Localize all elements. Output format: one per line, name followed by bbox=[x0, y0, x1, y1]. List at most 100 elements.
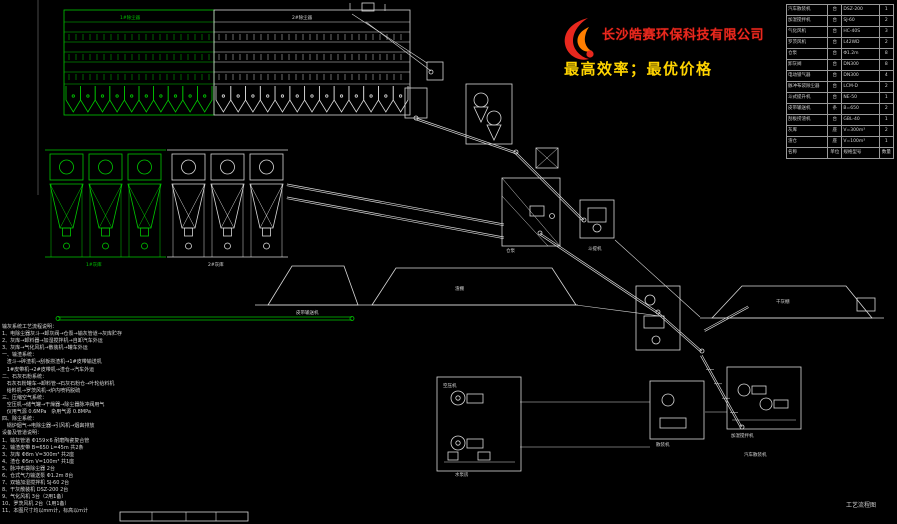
path bbox=[230, 86, 246, 113]
circle bbox=[263, 242, 270, 250]
line bbox=[514, 152, 584, 222]
rect bbox=[262, 227, 271, 237]
line bbox=[704, 307, 749, 332]
table-cell: 2 bbox=[878, 81, 895, 93]
circle bbox=[349, 316, 355, 321]
line bbox=[614, 239, 701, 318]
rect bbox=[466, 438, 484, 449]
circle bbox=[699, 348, 705, 354]
rect bbox=[88, 153, 123, 181]
circle bbox=[59, 159, 74, 175]
annotation-line: 三、压缩空气系统： bbox=[2, 394, 48, 401]
company-logo-block: 长沙皓赛环保科技有限公司 最高效率；最优价格 bbox=[558, 14, 788, 84]
line bbox=[98, 183, 123, 229]
path bbox=[333, 86, 350, 113]
line bbox=[539, 232, 659, 313]
table-cell: 8 bbox=[878, 59, 895, 71]
rect bbox=[249, 153, 284, 181]
circle bbox=[295, 94, 299, 98]
path bbox=[80, 86, 96, 113]
table-cell: 2 bbox=[878, 125, 895, 137]
annotation-line: 仪用气源 0.6MPa 杂用气源 0.8MPa bbox=[2, 409, 91, 416]
table-cell: 罗茨风机 bbox=[785, 37, 829, 49]
polygon bbox=[267, 265, 359, 306]
circle bbox=[339, 94, 344, 98]
equipment-boxes bbox=[404, 61, 876, 472]
rect bbox=[213, 9, 411, 116]
line bbox=[286, 183, 505, 225]
company-name: 长沙皓赛环保科技有限公司 bbox=[602, 28, 765, 43]
circle bbox=[137, 159, 152, 175]
annotation-line: 7、双轴加湿搅拌机 SJ-60 2台 bbox=[2, 480, 70, 487]
rect bbox=[751, 385, 767, 395]
circle bbox=[486, 110, 502, 126]
table-cell: 名称 bbox=[785, 147, 829, 159]
circle bbox=[450, 435, 466, 451]
line bbox=[351, 13, 428, 64]
circle bbox=[644, 294, 656, 306]
table-cell: 渣仓 bbox=[785, 136, 829, 148]
polygon bbox=[88, 183, 123, 229]
dust-collector-panel bbox=[213, 9, 411, 116]
annotation-line: 5、脉冲布袋除尘器 2台 bbox=[2, 465, 55, 472]
circle bbox=[102, 242, 109, 250]
circle bbox=[354, 94, 358, 98]
equipment-label: 汽车散装机 bbox=[744, 451, 767, 458]
circle bbox=[71, 94, 75, 98]
title-strip bbox=[119, 511, 249, 522]
table-cell: V=100m³ bbox=[841, 136, 880, 148]
sheds bbox=[255, 265, 884, 319]
table-cell: 台 bbox=[827, 26, 843, 38]
rect bbox=[635, 285, 681, 351]
rect bbox=[127, 153, 162, 181]
path bbox=[304, 86, 320, 113]
circle bbox=[473, 92, 489, 108]
circle bbox=[737, 383, 751, 397]
equipment-label: 1#灰库 bbox=[86, 261, 102, 268]
annotation-line: 设备及管道说明： bbox=[2, 430, 43, 437]
circle bbox=[63, 242, 70, 250]
rect bbox=[361, 2, 375, 12]
annotation-line: 锅炉烟气→电除尘器→引风机→烟囱排放 bbox=[2, 423, 95, 430]
annotation-line: 2、输渣皮带 B=650 L=45m 共2条 bbox=[2, 444, 84, 451]
line bbox=[535, 147, 559, 169]
circle bbox=[739, 424, 745, 430]
line bbox=[538, 234, 658, 314]
table-cell: HC-40S bbox=[841, 26, 880, 38]
polygon bbox=[210, 183, 245, 229]
rect bbox=[223, 227, 232, 237]
circle bbox=[655, 309, 661, 315]
annotation-line: 输灰系统工艺流程说明： bbox=[2, 324, 58, 330]
silo-group bbox=[167, 149, 288, 258]
annotation-line: 2、灰库→卸料器→加湿搅拌机→自卸汽车外运 bbox=[2, 338, 103, 345]
annotation-line: 1、输灰管道 Φ159×6 耐磨陶瓷复合管 bbox=[2, 437, 90, 444]
circle bbox=[759, 397, 773, 411]
equipment-label: 2#灰库 bbox=[208, 261, 224, 268]
line bbox=[249, 183, 274, 229]
annotation-line: 1#皮带机→2#皮带机→渣仓→汽车外运 bbox=[2, 366, 95, 373]
line bbox=[701, 354, 743, 428]
path bbox=[167, 86, 184, 113]
table-cell: 台 bbox=[827, 15, 843, 27]
table-cell: DN300 bbox=[841, 70, 880, 82]
circle bbox=[310, 94, 314, 98]
path bbox=[65, 86, 81, 113]
line bbox=[49, 183, 74, 229]
rect bbox=[466, 393, 484, 404]
line bbox=[210, 183, 235, 229]
path bbox=[274, 86, 291, 113]
equipment-label: 水泵房 bbox=[455, 471, 469, 478]
circle bbox=[181, 159, 196, 175]
annotation-line: 二、石灰石粉系统： bbox=[2, 373, 48, 380]
table-cell: 卸灰阀 bbox=[785, 59, 829, 71]
circle bbox=[100, 94, 105, 98]
line bbox=[286, 185, 504, 227]
